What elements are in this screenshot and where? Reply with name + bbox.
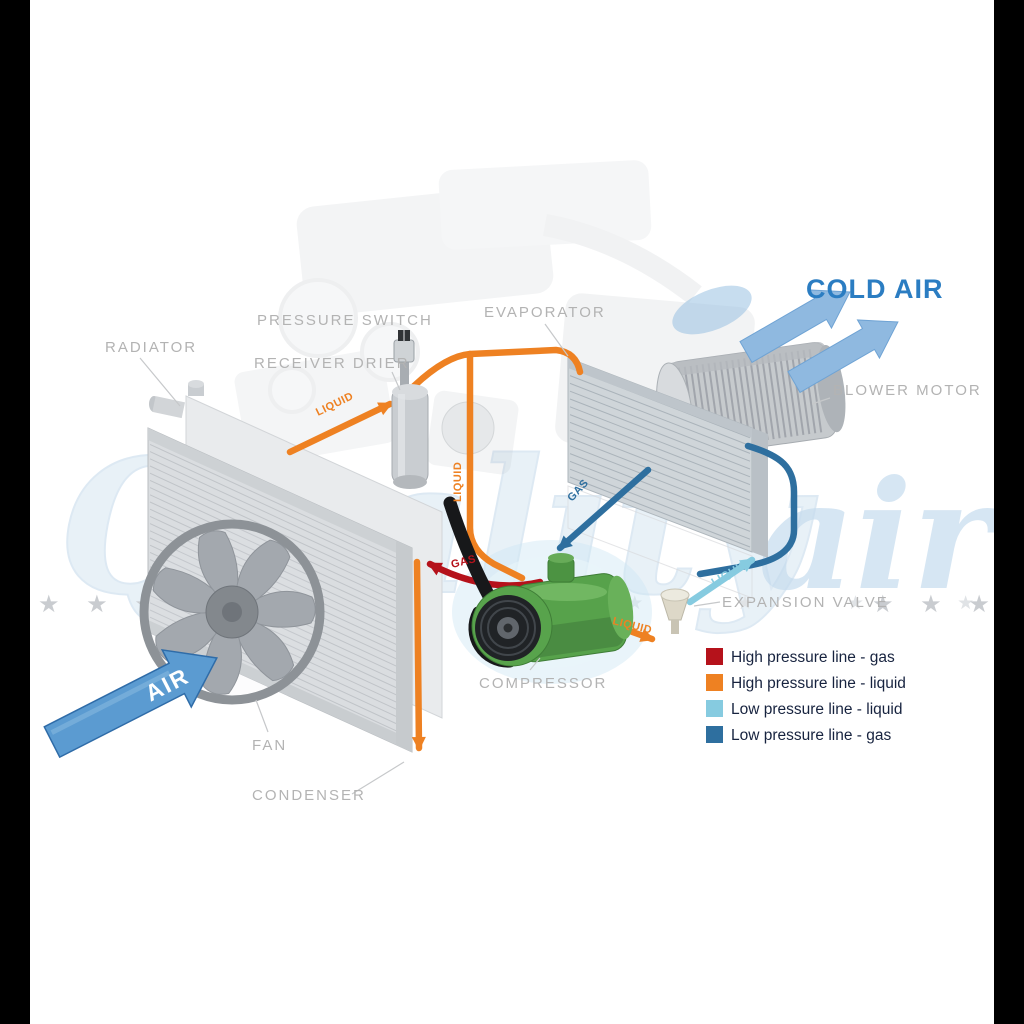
evaporator-top-rail: [568, 358, 752, 438]
legend-swatch-low-gas: [706, 726, 723, 743]
flow-label-liquid-orange-2: LIQUID: [452, 462, 464, 502]
condenser-top-rail: [148, 428, 412, 560]
evaporator: [567, 357, 768, 599]
cold-air-arrow-2-icon: [787, 319, 899, 394]
label-radiator: RADIATOR: [105, 339, 197, 356]
legend-swatch-high-liquid: [706, 674, 723, 691]
label-pressure-switch: PRESSURE SWITCH: [257, 312, 433, 329]
watermark-text-2: air: [758, 448, 1001, 624]
pipe-low-pressure-gas-to-compressor: [556, 466, 652, 552]
evaporator-tank: [752, 428, 768, 558]
legend-swatch-low-liquid: [706, 700, 723, 717]
component-labels: RADIATOR PRESSURE SWITCH RECEIVER DRIER …: [105, 304, 982, 804]
label-condenser: CONDENSER: [252, 787, 366, 804]
left-black-bar: [0, 0, 30, 1024]
cold-air: COLD AIR: [739, 274, 944, 394]
drier-stem: [400, 362, 409, 390]
legend-label-high-liquid: High pressure line - liquid: [731, 675, 906, 692]
pipe-high-pressure-liquid-to-drier: [286, 400, 394, 456]
legend-swatch-high-gas: [706, 648, 723, 665]
drier-body: [391, 387, 429, 485]
legend-label-low-gas: Low pressure line - gas: [731, 727, 891, 744]
pipe-high-pressure-liquid-upper: [466, 346, 584, 376]
legend-label-low-liquid: Low pressure line - liquid: [731, 701, 902, 718]
cold-air-label: COLD AIR: [806, 274, 944, 304]
fan-blades: [152, 530, 316, 695]
evaporator-case: [567, 485, 753, 599]
label-compressor: COMPRESSOR: [479, 675, 607, 692]
radiator-filler-cap: [188, 380, 204, 388]
pipe-low-pressure-gas-loop: [696, 442, 798, 578]
pipe-high-pressure-liquid-main: [410, 350, 526, 582]
compressor-belt: [443, 496, 497, 605]
compressor: [443, 496, 634, 668]
engine-intake-tube: [672, 285, 752, 335]
label-blower-motor: BLOWER MOTOR: [833, 382, 982, 399]
label-evaporator: EVAPORATOR: [484, 304, 606, 321]
leader-lines: [139, 323, 831, 795]
label-receiver-drier: RECEIVER DRIER: [254, 355, 410, 372]
cold-air-arrow-1-icon: [739, 289, 851, 364]
expansion-valve: [660, 588, 690, 634]
pipe-high-pressure-liquid-condenser: [411, 558, 426, 752]
label-expansion-valve: EXPANSION VALVE: [722, 594, 889, 611]
condenser-tank: [396, 541, 412, 752]
receiver-drier: [391, 330, 429, 489]
label-fan: FAN: [252, 737, 287, 754]
pipe-low-pressure-liquid: [686, 556, 756, 606]
legend-label-high-gas: High pressure line - gas: [731, 649, 895, 666]
air-arrow-icon: [43, 648, 218, 759]
right-black-bar: [994, 0, 1024, 1024]
flow-label-gas-red: GAS: [450, 553, 477, 571]
legend: High pressure line - gas High pressure l…: [706, 648, 906, 744]
